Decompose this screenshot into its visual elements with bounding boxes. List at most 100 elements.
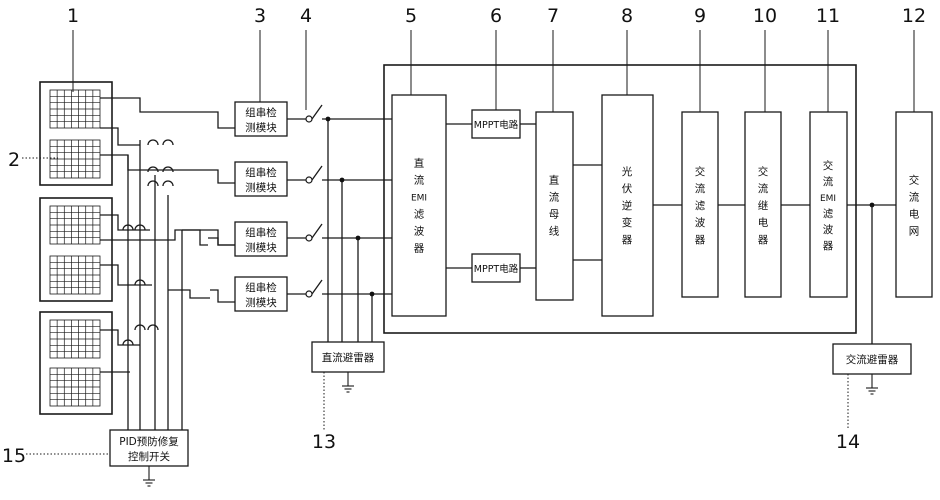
dc-emi-char: 直: [414, 157, 425, 170]
svg-text:控制开关: 控制开关: [128, 450, 170, 463]
ac-grid-char: 网: [909, 226, 920, 238]
ac-emi-char: 流: [823, 175, 834, 188]
inverter-char: 器: [622, 234, 633, 246]
ac-relay-char: 器: [758, 234, 769, 246]
svg-text:组串检: 组串检: [245, 106, 277, 119]
switch-blade-1: [311, 104, 323, 120]
ac-arrester: 交流避雷器: [832, 343, 912, 375]
dc-emi-filter: 直流 EMI 滤波器: [391, 94, 447, 317]
svg-text:10: 10: [753, 5, 777, 27]
pv-module-6: [49, 367, 101, 407]
svg-text:组串检: 组串检: [245, 226, 277, 239]
ac-filter-char: 器: [695, 234, 706, 246]
string-detector-4: 组串检 测模块: [234, 276, 288, 312]
svg-text:13: 13: [312, 431, 336, 453]
mppt-circuit-top: MPPT电路: [471, 109, 521, 139]
dc-emi-char: 流: [414, 174, 425, 187]
ac-relay-char: 交: [758, 165, 769, 178]
svg-text:组串检: 组串检: [245, 166, 277, 179]
pv-module-2: [49, 139, 101, 179]
svg-text:MPPT电路: MPPT电路: [474, 263, 519, 275]
svg-text:直流避雷器: 直流避雷器: [322, 351, 375, 364]
ac-emi-char: 器: [823, 240, 834, 252]
dc-emi-char: EMI: [411, 194, 427, 204]
ac-emi-filter: 交流 EMI 滤波器: [809, 111, 848, 298]
svg-text:8: 8: [621, 5, 633, 27]
mppt-circuit-bottom: MPPT电路: [471, 253, 521, 283]
svg-text:2: 2: [8, 149, 20, 171]
ac-filter-char: 滤: [695, 199, 706, 212]
string-detector-2: 组串检 测模块: [234, 161, 288, 197]
ac-relay-char: 电: [758, 216, 769, 229]
pv-module-1: [49, 89, 101, 129]
svg-text:3: 3: [254, 5, 266, 27]
svg-text:交流避雷器: 交流避雷器: [846, 353, 899, 366]
ac-grid-char: 流: [909, 191, 920, 204]
pv-group-1: [39, 81, 113, 186]
svg-text:9: 9: [694, 5, 706, 27]
svg-text:PID预防修复: PID预防修复: [119, 435, 179, 448]
ac-relay-char: 流: [758, 182, 769, 195]
reference-numbers: 1 2 3 4 5 6 7 8 9 10 11 12 13 14 15: [2, 5, 926, 467]
dc-emi-char: 波: [414, 225, 425, 238]
switch-blade-2: [311, 165, 323, 181]
pv-module-5: [49, 319, 101, 359]
dc-bus-char: 线: [549, 225, 560, 238]
ac-emi-char: 波: [823, 223, 834, 236]
inverter-enclosure: [383, 64, 857, 334]
svg-text:测模块: 测模块: [245, 296, 277, 309]
pv-module-3: [49, 205, 101, 245]
inverter-char: 伏: [622, 182, 633, 195]
svg-text:MPPT电路: MPPT电路: [474, 119, 519, 131]
dc-switches: [287, 104, 392, 342]
ac-filter-char: 波: [695, 216, 706, 229]
dc-bus-char: 流: [549, 191, 560, 204]
ac-emi-char: 滤: [823, 207, 834, 220]
ground-icon: [342, 372, 354, 393]
svg-text:测模块: 测模块: [245, 241, 277, 254]
ac-emi-char: EMI: [820, 194, 836, 204]
svg-text:12: 12: [902, 5, 926, 27]
pid-control-switch: PID预防修复 控制开关: [109, 429, 189, 467]
string-detector-1: 组串检 测模块: [234, 101, 288, 137]
ac-grid-char: 电: [909, 208, 920, 221]
string-detector-3: 组串检 测模块: [234, 221, 288, 257]
pv-wiring: [100, 97, 235, 430]
svg-text:14: 14: [836, 431, 860, 453]
svg-text:7: 7: [547, 5, 559, 27]
svg-text:4: 4: [300, 5, 312, 27]
dc-bus-char: 母: [549, 209, 560, 221]
dc-emi-char: 滤: [414, 208, 425, 221]
pv-group-2: [39, 197, 113, 302]
inverter-char: 变: [622, 216, 633, 229]
svg-text:11: 11: [816, 5, 840, 27]
svg-text:5: 5: [405, 5, 417, 27]
ac-relay-char: 继: [758, 199, 769, 212]
pv-group-3: [39, 311, 113, 415]
svg-text:组串检: 组串检: [245, 281, 277, 294]
pv-array: [39, 81, 113, 415]
svg-text:1: 1: [67, 5, 79, 27]
pv-module-4: [49, 255, 101, 295]
ac-grid-char: 交: [909, 174, 920, 187]
svg-text:测模块: 测模块: [245, 181, 277, 194]
ac-emi-char: 交: [823, 159, 834, 172]
svg-text:15: 15: [2, 445, 26, 467]
dc-bus-char: 直: [549, 174, 560, 187]
string-detectors: 组串检 测模块 组串检 测模块 组串检 测模块 组串检 测模块: [234, 101, 288, 312]
svg-text:6: 6: [490, 5, 502, 27]
dc-arrester: 直流避雷器: [311, 341, 385, 373]
ac-filter-char: 交: [695, 165, 706, 178]
switch-blade-3: [311, 223, 323, 239]
inverter-char: 逆: [622, 199, 633, 212]
dc-emi-char: 器: [414, 243, 425, 255]
ground-icon: [866, 374, 878, 395]
ac-filter-char: 流: [695, 182, 706, 195]
switch-blade-4: [311, 279, 323, 295]
